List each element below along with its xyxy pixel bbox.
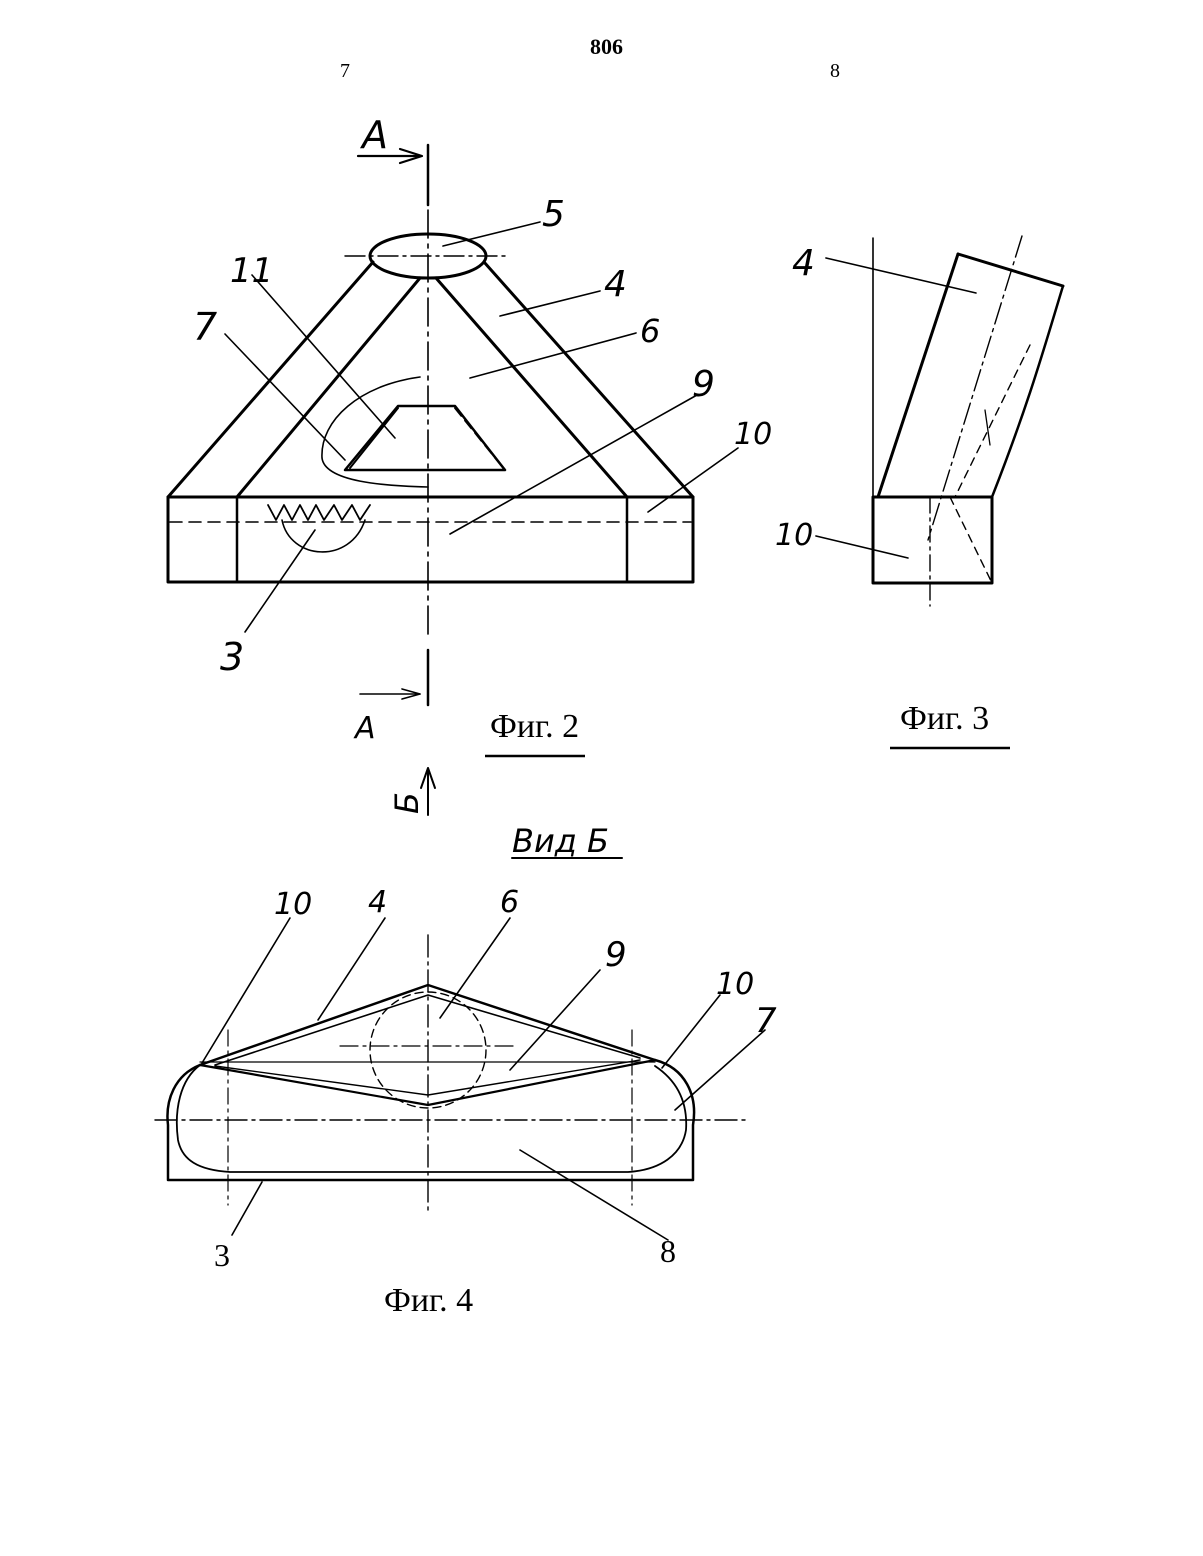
view-b-title: Вид Б xyxy=(512,822,609,860)
fig4-label-4: 4 xyxy=(368,885,387,920)
fig2-caption: Фиг. 2 xyxy=(490,708,579,746)
fig2-label-5: 5 xyxy=(542,194,565,235)
fig4-label-3: 3 xyxy=(214,1237,230,1273)
fig2-label-6: 6 xyxy=(640,312,660,350)
fig2-label-11: 11 xyxy=(230,251,273,291)
fig3-caption: Фиг. 3 xyxy=(900,700,989,738)
fig4-label-10-right: 10 xyxy=(716,967,754,1002)
fig2-label-9: 9 xyxy=(692,364,715,405)
fig3-label-4: 4 xyxy=(792,243,815,284)
section-mark-a-top: А xyxy=(359,113,388,157)
fig2-label-4: 4 xyxy=(604,264,627,305)
fig4-label-8: 8 xyxy=(660,1233,676,1269)
fig4-label-6: 6 xyxy=(500,885,519,920)
fig3-drawing xyxy=(816,236,1063,606)
fig4-caption: Фиг. 4 xyxy=(384,1282,473,1320)
fig4-label-10-left: 10 xyxy=(274,887,312,922)
view-mark-b: Б xyxy=(388,792,426,814)
fig2-label-7: 7 xyxy=(193,305,217,349)
fig4-drawing xyxy=(155,918,765,1240)
fig4-label-9: 9 xyxy=(605,935,627,975)
fig2-label-10: 10 xyxy=(734,417,772,452)
section-mark-a-bottom: А xyxy=(353,711,376,746)
fig4-label-7: 7 xyxy=(755,1001,777,1041)
fig2-drawing xyxy=(168,145,738,705)
fig2-label-3: 3 xyxy=(220,635,244,679)
fig3-label-10: 10 xyxy=(775,518,813,553)
